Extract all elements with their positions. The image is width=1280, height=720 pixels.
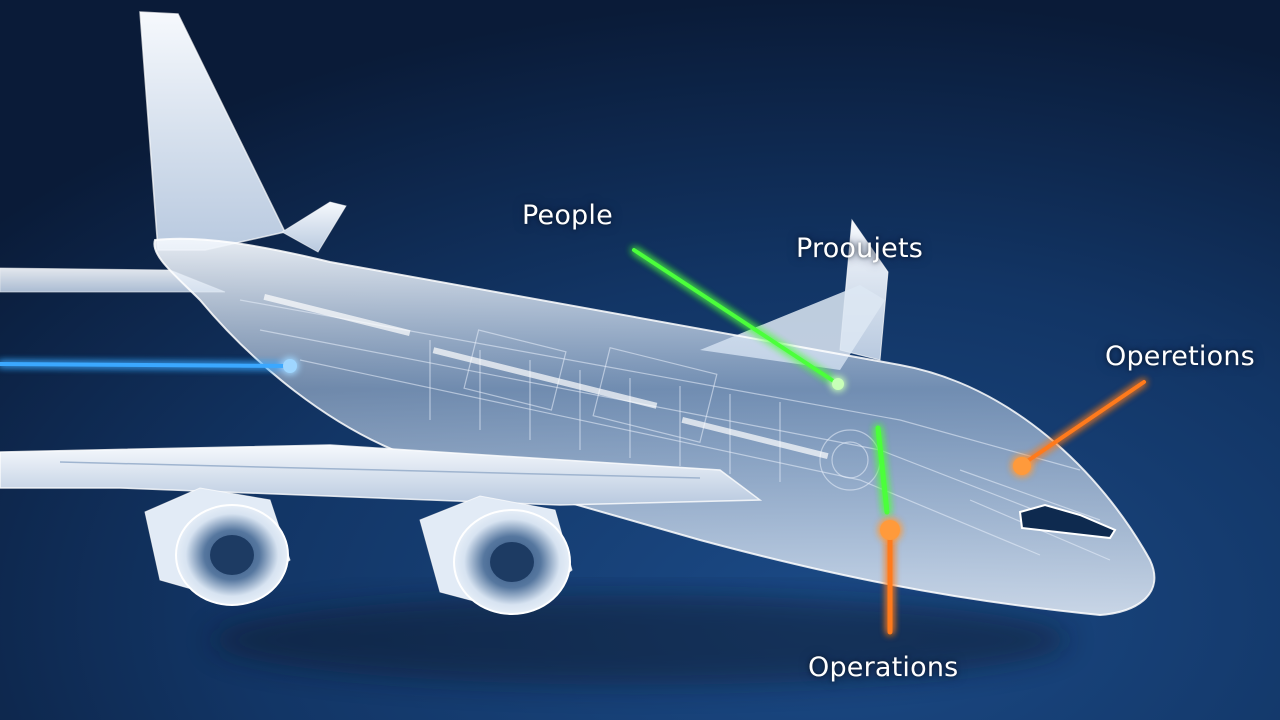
tail-fin bbox=[139, 11, 287, 251]
engine-outer bbox=[144, 487, 291, 606]
wing-flap-line bbox=[59, 461, 701, 479]
cockpit-windows bbox=[1018, 503, 1117, 540]
people-pointer bbox=[632, 248, 840, 386]
label-operations-bottom: Operations bbox=[808, 652, 959, 683]
operations-right-dot bbox=[1013, 457, 1031, 475]
horizontal-stabilizer bbox=[281, 201, 347, 253]
products-pointer bbox=[875, 425, 890, 515]
near-wing bbox=[0, 444, 763, 506]
operations-right-pointer bbox=[1024, 380, 1146, 464]
orange-callout-lines bbox=[880, 380, 1146, 635]
operations-bottom-dot bbox=[880, 520, 900, 540]
blue-beam bbox=[0, 359, 297, 373]
label-people: People bbox=[522, 200, 613, 231]
ground-shadow bbox=[210, 595, 1070, 685]
cabin-windows bbox=[263, 293, 829, 460]
people-pointer-dot bbox=[832, 378, 844, 390]
engine-inner bbox=[419, 495, 573, 615]
label-operations-right: Operetions bbox=[1105, 341, 1255, 372]
green-callout-lines bbox=[632, 248, 890, 515]
label-products: Prooujets bbox=[796, 233, 924, 264]
